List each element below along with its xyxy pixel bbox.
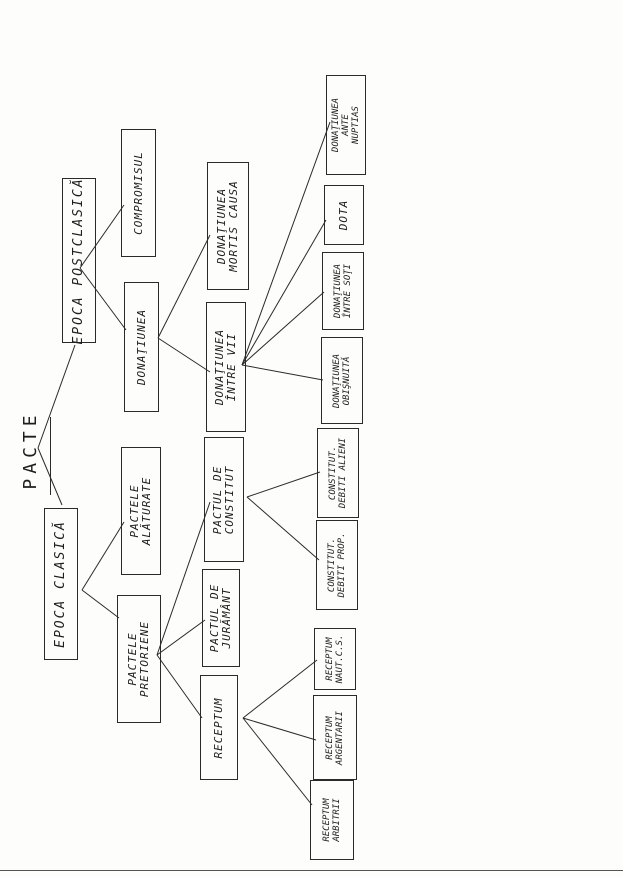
connector-line <box>241 291 325 366</box>
node-pactul-de-constitut: PACTUL DE CONSTITUT <box>204 437 244 562</box>
node-pactele-pretoriene: PACTELE PRETORIENE <box>117 595 161 723</box>
node-receptum: RECEPTUM <box>200 675 238 780</box>
node-dota: DOTA <box>324 185 364 245</box>
node-receptum-nautics: RECEPTUM NAUT.C.S. <box>314 628 356 690</box>
connector-line <box>156 619 206 656</box>
node-receptum-argentarii: RECEPTUM ARGENTARII <box>313 695 357 780</box>
node-constitut-debiti-proprii: CONSTITUT. DEBITI PROP. <box>316 520 358 610</box>
node-donatiunea: DONAŢIUNEA <box>124 282 159 412</box>
connector-line <box>37 344 76 449</box>
connector-line <box>246 496 320 561</box>
title-underline <box>50 417 51 495</box>
node-donatiunea-mortis-causa: DONAŢIUNEA MORTIS CAUSA <box>207 162 249 290</box>
node-donatiunea-ante-nuptias: DONAŢIUNEA ANTE NUPTIAS <box>326 75 366 175</box>
connector-line <box>157 337 211 373</box>
diagram-title: PACTE <box>6 405 56 495</box>
node-epoca-postclasica: EPOCA POSTCLASICĂ <box>62 177 96 344</box>
node-receptum-arbitrii: RECEPTUM ARBITRII <box>310 780 354 860</box>
connector-line <box>241 219 327 366</box>
node-epoca-clasica: EPOCA CLASICĂ <box>44 508 78 660</box>
node-donatiunea-obisnuita: DONAŢIUNEA OBIŞNUITĂ <box>321 337 363 424</box>
connector-line <box>242 717 317 741</box>
bottom-rule <box>0 870 623 871</box>
connector-line <box>242 717 313 806</box>
node-pactele-alaturate: PACTELE ALĂTURATE <box>121 447 161 575</box>
connector-line <box>156 501 211 656</box>
connector-line <box>79 204 125 269</box>
connector-line <box>156 654 203 719</box>
diagram-title-text: PACTE <box>20 410 41 490</box>
node-donatiunea-intre-soti: DONAŢIUNEA ÎNTRE SOŢI <box>322 252 364 330</box>
node-donatiunea-intre-vii: DONAŢIUNEA ÎNTRE VII <box>206 302 246 432</box>
node-constitut-debiti-alieni: CONSTITUT. DEBITI ALIENI <box>317 428 359 518</box>
node-compromisul: COMPROMISUL <box>121 129 156 257</box>
connector-line <box>79 267 127 331</box>
connector-line <box>81 589 120 619</box>
connector-line <box>246 471 321 498</box>
connector-line <box>241 121 331 366</box>
connector-line <box>241 364 324 381</box>
connector-line <box>242 659 318 719</box>
connector-line <box>81 521 125 591</box>
connector-line <box>157 234 211 339</box>
node-pactul-de-jurament: PACTUL DE JURĂMÂNT <box>202 569 240 667</box>
